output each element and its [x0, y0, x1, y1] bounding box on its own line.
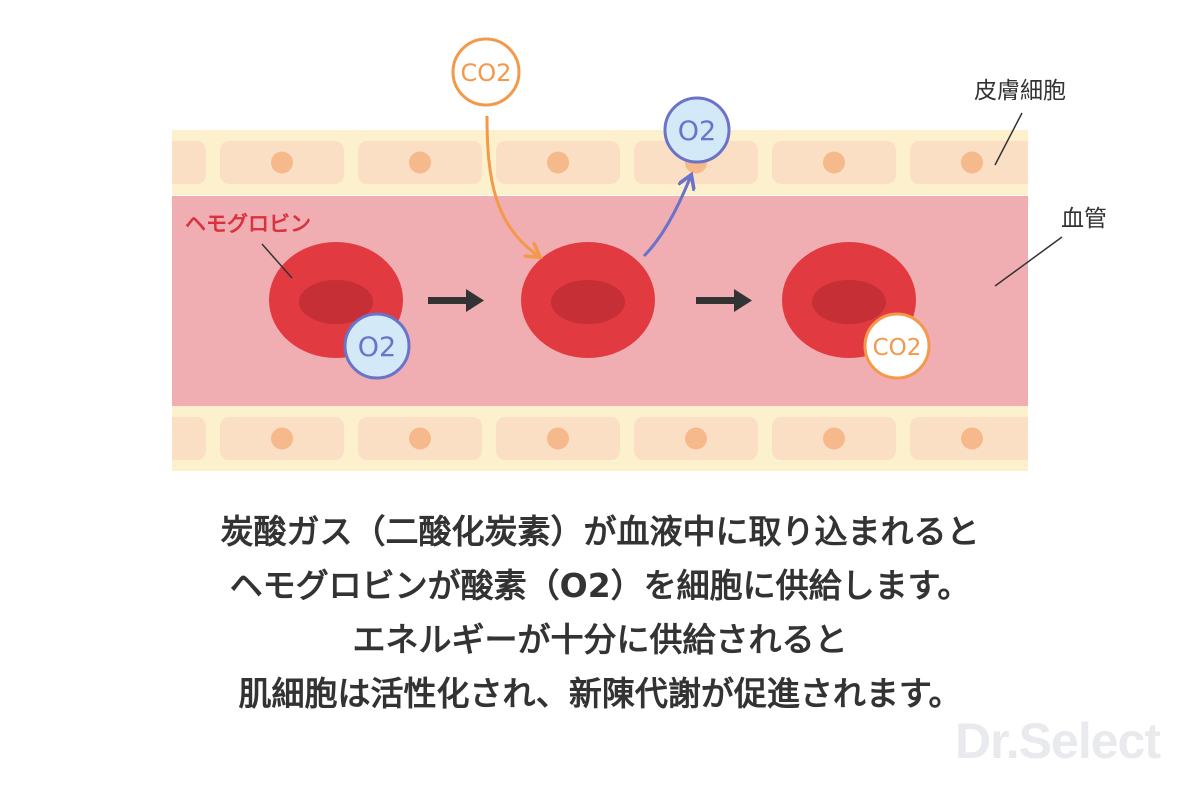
svg-text:CO2: CO2 [461, 59, 512, 87]
skin-cell [172, 141, 206, 184]
skin-cell [172, 417, 206, 460]
skin-cells-bottom [172, 417, 1028, 460]
blood-vessel-leader-line [994, 236, 1063, 287]
svg-text:O2: O2 [678, 116, 716, 147]
co2-molecule-on-cell: CO2 [863, 312, 931, 380]
svg-text:O2: O2 [358, 332, 396, 363]
watermark-logo: Dr.Select [954, 713, 1161, 769]
cell-nucleus [409, 151, 431, 174]
co2-intake-arrow-icon [485, 115, 537, 255]
cell-nucleus [961, 151, 983, 174]
cell-nucleus [961, 427, 983, 450]
cell-nucleus [547, 427, 569, 450]
cell-nucleus [547, 151, 569, 174]
cell-nucleus [685, 427, 707, 450]
skin-cell-label: 皮膚細胞 [974, 78, 1066, 104]
flow-arrow-right-icon [696, 289, 752, 312]
o2-molecule-on-cell: O2 [343, 312, 411, 380]
caption-line-1: 炭酸ガス（二酸化炭素）が血液中に取り込まれると [220, 512, 980, 551]
caption-line-3: エネルギーが十分に供給されると [352, 620, 848, 659]
hemoglobin-label: ヘモグロビン [185, 212, 311, 236]
cell-nucleus [823, 151, 845, 174]
cell-nucleus [271, 427, 293, 450]
o2-molecule-top: O2 [663, 96, 731, 164]
hemoglobin-leader-line [261, 243, 293, 279]
flow-arrow-right-icon [428, 289, 484, 312]
red-blood-cell-2 [521, 242, 655, 358]
cell-nucleus [823, 427, 845, 450]
caption-line-2: ヘモグロビンが酸素（O2）を細胞に供給します。 [229, 566, 971, 605]
caption: 炭酸ガス（二酸化炭素）が血液中に取り込まれると ヘモグロビンが酸素（O2）を細胞… [0, 505, 1200, 721]
o2-release-arrow-icon [642, 178, 690, 258]
skin-cell-leader-line [994, 112, 1023, 166]
blood-vessel-diagram: CO2 O2 O2 CO2 皮膚細胞 血管 ヘモグロビン [172, 37, 1107, 471]
co2-molecule-top: CO2 [451, 37, 521, 107]
cell-nucleus [409, 427, 431, 450]
blood-vessel-label: 血管 [1061, 206, 1107, 232]
skin-cells-top [172, 141, 1028, 184]
cell-nucleus [271, 151, 293, 174]
caption-line-4: 肌細胞は活性化され、新陳代謝が促進されます。 [238, 674, 962, 713]
svg-text:CO2: CO2 [873, 335, 922, 361]
